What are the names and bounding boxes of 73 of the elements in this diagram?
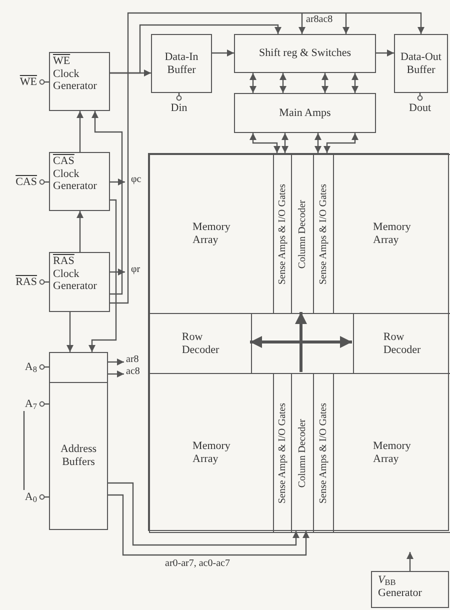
pin-name: A$_{8}$ [10,360,42,374]
signal-label: ar8 [126,355,139,365]
signal-label: φr [131,265,140,275]
clock-generator-box: RAS Clock Generator [49,252,110,312]
signal-label: φc [131,175,142,185]
cross-arrow [295,312,307,372]
pin-name: A$_{7}$ [10,397,42,411]
terminal-line [39,79,49,85]
arrow [66,312,74,352]
sense-amp-strip: Sense Amps & I/O Gates [273,373,292,533]
arrow [110,268,125,276]
arrow [298,13,306,34]
double-arrow [280,73,286,93]
arrow [406,552,414,571]
terminal-line [39,401,49,407]
terminal-line [417,93,423,101]
double-arrow [352,73,358,93]
buffer-box: Data-Out Buffer [394,34,448,93]
arrow [76,211,84,252]
pin-name: A$_{0}$ [10,490,42,504]
address-latch-box [49,352,108,383]
arrow [110,178,125,186]
clock-generator-box: WE Clock Generator [49,52,110,111]
double-arrow [282,133,288,153]
pin-name: Din [166,98,192,114]
clock-generator-box: CAS Clock Generator [49,152,110,211]
cross-arrow [250,336,352,348]
pin-name: Dout [406,98,434,114]
arrow [110,12,424,304]
pin-name: RAS [4,275,42,289]
address-buffer-box: Address Buffers [49,382,108,530]
arrow [76,111,84,152]
terminal-line [39,364,49,370]
generator-box: V$_{BB}$ Generator [371,571,449,608]
buffer-box: Data-In Buffer [151,34,212,93]
memory-array-block: Memory Array [333,154,450,314]
double-arrow [322,73,328,93]
amplifier-box: Main Amps [234,93,376,133]
signal-label: ar8ac8 [306,15,333,25]
pin-name: WE [8,75,42,89]
double-arrow [250,133,280,153]
signal-label: ar0-ar7, ac0-ac7 [165,559,230,569]
sense-amp-strip: Sense Amps & I/O Gates [273,154,292,314]
sense-amp-strip: Sense Amps & I/O Gates [313,373,334,533]
sense-amp-strip: Sense Amps & I/O Gates [313,154,334,314]
arrow [108,370,124,378]
column-decoder-strip: Column Decoder [291,373,314,533]
arrow [212,50,234,56]
double-arrow [250,73,256,93]
column-decoder-strip: Column Decoder [291,154,314,314]
line [23,411,25,490]
arrow [88,199,117,352]
arrow [342,13,350,34]
terminal-line [39,179,49,185]
chip-array-outline [148,153,449,531]
terminal-line [39,494,49,500]
memory-array-block: Memory Array [149,373,274,533]
terminal-line [39,279,49,285]
arrow [108,494,310,556]
shift-register-box: Shift reg & Switches [234,34,376,73]
memory-array-block: Memory Array [149,154,274,314]
memory-array-block: Memory Array [333,373,450,533]
arrow [376,50,394,56]
arrow [108,482,300,546]
signal-label: ac8 [126,367,140,377]
arrow [92,111,123,295]
double-arrow [324,133,358,153]
double-arrow [314,133,322,153]
arrow [110,24,282,74]
terminal-line [176,93,182,101]
pin-name: CAS [4,175,42,189]
row-decoder-block: Row Decoder [149,313,252,374]
arrow [108,358,124,366]
